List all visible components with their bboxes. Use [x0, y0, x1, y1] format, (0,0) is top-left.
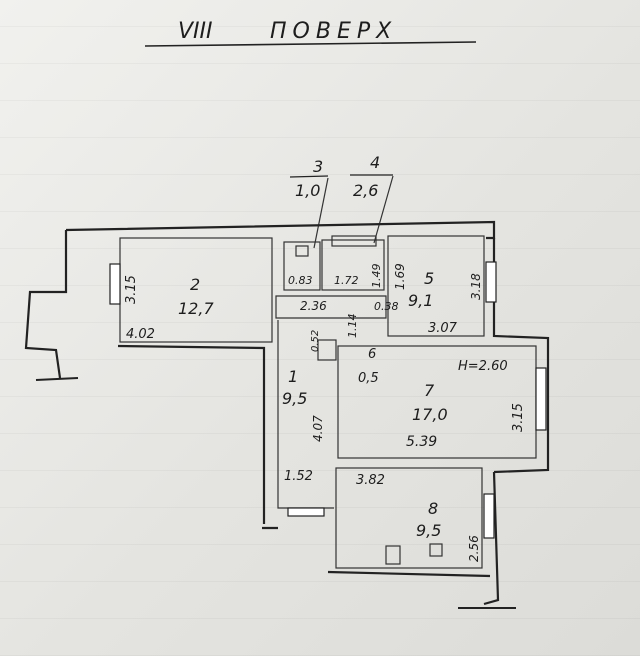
callout-3-fraction-line: [289, 175, 329, 178]
dim-small-c: 0.52: [310, 330, 321, 352]
room-8-outline: [335, 467, 483, 569]
room-8-stove-fixture: [385, 545, 401, 565]
room-6-area: 0,5: [358, 371, 379, 386]
dim-room5-width: 3.07: [428, 321, 458, 336]
outer-wall-bottom: [262, 526, 491, 578]
callout-4-number: 4: [370, 153, 380, 172]
callout-4-leader: [373, 175, 394, 244]
dim-room2-side: 3.15: [124, 275, 139, 304]
dim-room5-left: 1.69: [393, 263, 407, 290]
room-5-area: 9,1: [408, 291, 433, 310]
outer-wall-top: [65, 220, 496, 240]
room-8-number: 8: [428, 499, 438, 518]
callout-4-area: 2,6: [353, 181, 378, 200]
room-1-number: 1: [288, 367, 298, 386]
room-1-area: 9,5: [282, 389, 307, 408]
outer-wall-lower-right: [483, 471, 500, 606]
dim-room8-side: 2.56: [467, 535, 481, 562]
room-5-window: [485, 261, 497, 303]
room-8-window: [483, 493, 495, 539]
room-5-outline: [387, 235, 485, 337]
dim-room7-width: 5.39: [406, 434, 437, 450]
dim-bath-width: 0.83: [288, 274, 313, 287]
dim-small-a: 0.38: [374, 300, 399, 313]
room-7-area: 17,0: [412, 405, 448, 424]
wc-outline: [321, 239, 385, 291]
floor-number: VIII: [178, 19, 213, 44]
room-7-window: [535, 367, 547, 431]
bathtub-fixture: [331, 235, 377, 247]
dim-wc-width: 1.72: [334, 274, 359, 287]
sink-fixture: [295, 245, 309, 257]
bathroom-outline: [283, 241, 321, 291]
floor-title: ПОВЕРХ: [270, 19, 397, 44]
hall-outline: [275, 295, 387, 319]
callout-3-number: 3: [313, 157, 323, 176]
room-2-area: 12,7: [178, 299, 214, 318]
room-6-closet: [317, 339, 337, 361]
title-underline: [144, 41, 477, 47]
callout-3-leader: [313, 177, 329, 249]
dim-room7-side: 3.15: [511, 403, 526, 432]
dim-ceiling-height: H=2.60: [458, 359, 508, 374]
dim-small-b: 1.14: [346, 314, 359, 339]
room-8-area: 9,5: [416, 521, 441, 540]
outer-wall-left: [24, 230, 68, 379]
room-2-window: [109, 263, 121, 305]
room-6-number: 6: [368, 347, 376, 362]
outer-wall-right: [492, 238, 550, 474]
ground-mark-left: [35, 377, 79, 381]
room-2-number: 2: [190, 275, 200, 294]
room-5-number: 5: [424, 269, 434, 288]
dim-corridor-length: 4.07: [311, 415, 325, 442]
dim-wc-side: 1.49: [370, 264, 383, 289]
outer-wall-lower-left: [117, 344, 266, 524]
dim-room8-width: 3.82: [356, 473, 385, 488]
room-7-number: 7: [424, 381, 435, 400]
dim-hall-width: 2.36: [300, 299, 327, 313]
room-8-vent-fixture: [429, 543, 443, 557]
dim-room5-right: 3.18: [469, 273, 483, 300]
entrance-door: [287, 507, 325, 517]
dim-corridor-width: 1.52: [284, 469, 313, 484]
callout-3-area: 1,0: [295, 181, 320, 200]
dim-room2-width: 4.02: [126, 327, 155, 342]
